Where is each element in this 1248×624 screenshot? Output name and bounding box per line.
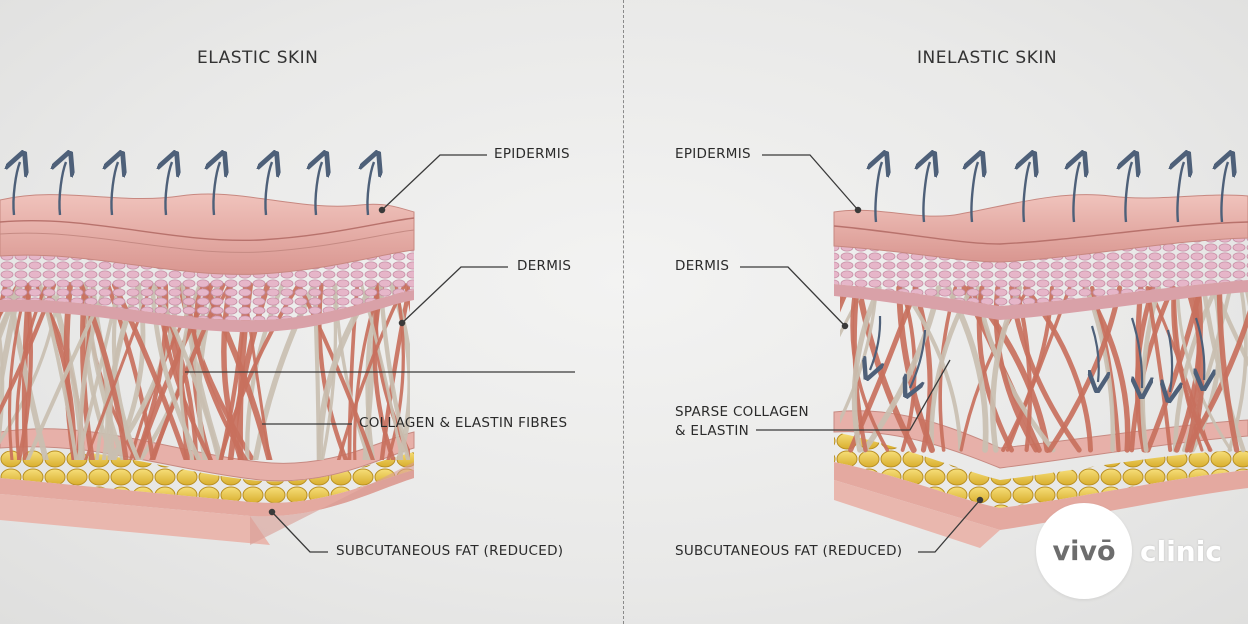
leader-left-dermis	[402, 267, 508, 323]
right-label-fibres-line1: SPARSE COLLAGEN	[675, 403, 809, 422]
logo-word: clinic	[1140, 535, 1222, 568]
left-label-dermis: DERMIS	[517, 257, 571, 276]
leader-right-dermis	[740, 267, 845, 326]
right-label-fat: SUBCUTANEOUS FAT (REDUCED)	[675, 542, 902, 561]
right-label-dermis: DERMIS	[675, 257, 729, 276]
left-skin-block	[0, 162, 484, 545]
left-label-fat: SUBCUTANEOUS FAT (REDUCED)	[336, 542, 563, 561]
leader-right-epidermis	[762, 155, 858, 210]
up-arrow-icon	[923, 162, 930, 222]
leader-left-epidermis	[382, 155, 487, 210]
vivo-clinic-logo: vivō clinic	[1036, 503, 1222, 599]
right-label-fibres-line2: & ELASTIN	[675, 422, 749, 441]
right-skin-block	[792, 162, 1248, 548]
left-panel-title: ELASTIC SKIN	[197, 48, 318, 68]
right-label-epidermis: EPIDERMIS	[675, 145, 751, 164]
panel-divider	[623, 0, 624, 624]
left-label-epidermis: EPIDERMIS	[494, 145, 570, 164]
left-label-fibres: COLLAGEN & ELASTIN FIBRES	[359, 414, 567, 433]
logo-circle: vivō	[1036, 503, 1132, 599]
right-panel-title: INELASTIC SKIN	[917, 48, 1057, 68]
